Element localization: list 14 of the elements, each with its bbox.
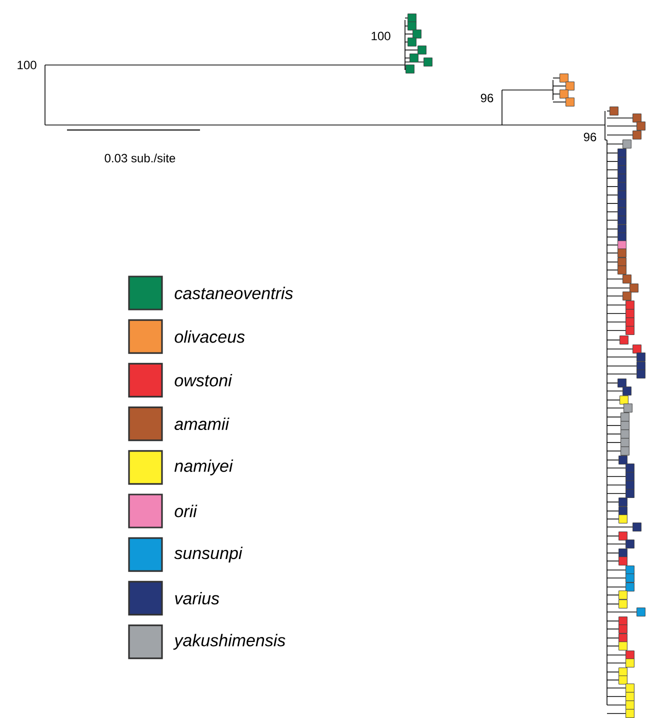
legend-label: castaneoventris xyxy=(174,286,293,300)
legend-label: sunsunpi xyxy=(174,546,243,563)
support-value: 100 xyxy=(372,32,390,40)
legend-label: olivaceus xyxy=(174,330,245,343)
legend-label: amamii xyxy=(174,418,230,430)
scale-label: 0.03 sub./site xyxy=(103,152,177,164)
legend-label: orii xyxy=(174,504,198,518)
legend-label: varius xyxy=(175,592,220,604)
support-value: 100 xyxy=(18,60,36,70)
support-value: 96 xyxy=(479,92,495,104)
legend-label: owstoni xyxy=(174,374,232,386)
support-value: 96 xyxy=(582,132,598,142)
legend-label: yakushimensis xyxy=(173,634,286,650)
legend-label: namiyei xyxy=(174,460,234,476)
